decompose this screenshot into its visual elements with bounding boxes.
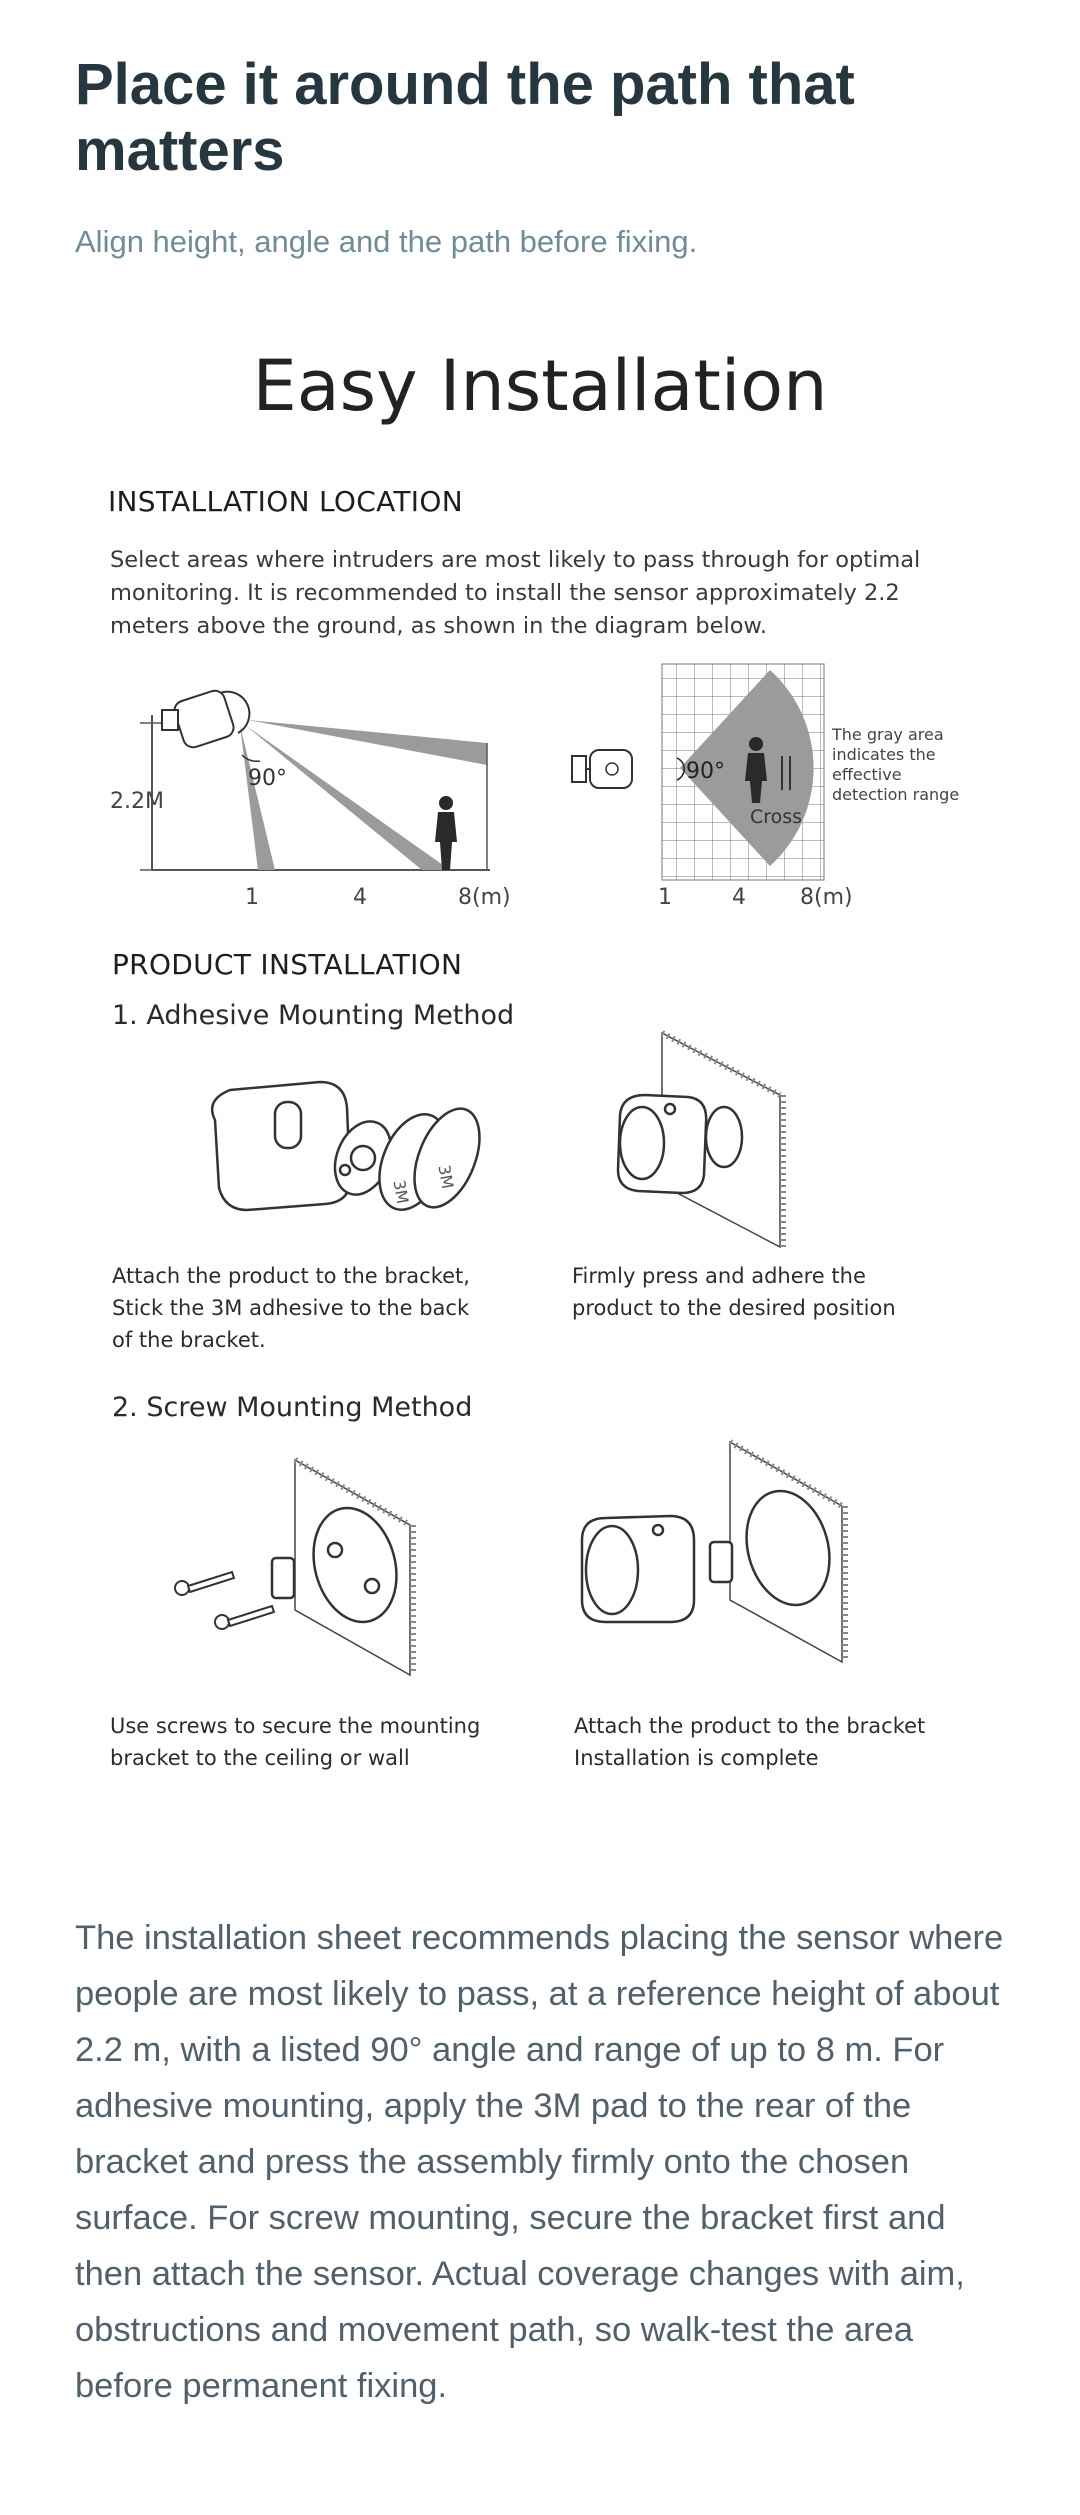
screw-method-title: 2. Screw Mounting Method [112,1392,473,1423]
adhesive-step-1-line-3: of the bracket. [112,1328,266,1352]
person-top-icon [745,737,767,803]
adhesive-step-1-caption: Attach the product to the bracket, Stick… [112,1260,470,1356]
screw-attach-illustration [580,1439,848,1664]
installation-location-intro: Select areas where intruders are most li… [110,547,921,639]
top-tick-4: 4 [732,885,746,910]
screw-step-1-caption: Use screws to secure the mounting bracke… [110,1710,480,1774]
attach-sensor-icon [580,1514,696,1624]
angle-arc [241,754,261,763]
top-angle-arc [676,757,685,781]
range-note-line-4: detection range [832,785,959,804]
adhesive-method-title: 1. Adhesive Mounting Method [112,1000,515,1031]
screw-step-1-line-1: Use screws to secure the mounting [110,1714,481,1738]
sensor-side-icon [161,689,251,749]
screw-step-2-caption: Attach the product to the bracket Instal… [574,1710,925,1774]
adhesive-attach-illustration: 3M 3M [210,1080,481,1212]
cross-label: Cross [750,806,802,828]
top-tick-8m: 8(m) [800,885,853,910]
adhesive-pad-icon [378,1107,481,1211]
adhesive-step-2-line-2: product to the desired position [572,1296,896,1320]
sensor-body-icon [210,1080,352,1212]
pad-label-back: 3M [434,1163,457,1190]
adhesive-step-2-caption: Firmly press and adhere the product to t… [572,1260,896,1324]
wall-bracket-icon [270,1506,398,1624]
range-note-line-1: The gray area [831,725,944,744]
installation-summary: The installation sheet recommends placin… [75,1919,1004,2405]
page-subtitle: Align height, angle and the path before … [75,224,698,259]
mounted-sensor-icon [616,1093,744,1195]
adhesive-press-illustration [616,1030,786,1249]
side-view-diagram: 90° 2.2M 1 4 8(m) [110,689,511,910]
person-icon [435,796,457,870]
side-angle-label: 90° [248,766,287,791]
adhesive-step-1-line-1: Attach the product to the bracket, [112,1264,470,1288]
side-tick-1: 1 [245,885,259,910]
middle-beam [245,725,450,870]
near-beam [240,725,275,870]
installation-location-heading: INSTALLATION LOCATION [108,485,463,518]
height-label: 2.2M [110,789,164,814]
range-note-line-2: indicates the [832,745,936,764]
attach-bracket-icon [708,1489,831,1607]
sensor-top-icon [571,749,633,789]
screw-step-1-line-2: bracket to the ceiling or wall [110,1746,410,1770]
page-title: Place it around the path that matters [75,52,855,183]
screw-icon-2 [214,1604,276,1630]
movement-arrows-icon [781,756,791,790]
screw-icon [174,1570,236,1596]
side-tick-8m: 8(m) [458,885,511,910]
adhesive-step-2-line-1: Firmly press and adhere the [572,1264,866,1288]
pad-label-front: 3M [389,1178,412,1205]
bracket-icon [333,1120,393,1196]
far-beam [248,720,487,765]
adhesive-step-1-line-2: Stick the 3M adhesive to the back [112,1296,470,1320]
product-installation-heading: PRODUCT INSTALLATION [112,948,463,981]
side-tick-4: 4 [353,885,367,910]
screw-step-2-line-1: Attach the product to the bracket [574,1714,926,1738]
top-angle-label: 90° [686,759,725,784]
top-tick-1: 1 [658,885,672,910]
installation-sheet-title: Easy Installation [252,345,828,427]
screw-step-2-line-2: Installation is complete [574,1746,819,1770]
screw-bracket-illustration [174,1457,416,1677]
range-note-line-3: effective [832,765,902,784]
top-view-diagram: 90° Cross 1 4 8(m) The gray area indicat… [571,663,959,910]
